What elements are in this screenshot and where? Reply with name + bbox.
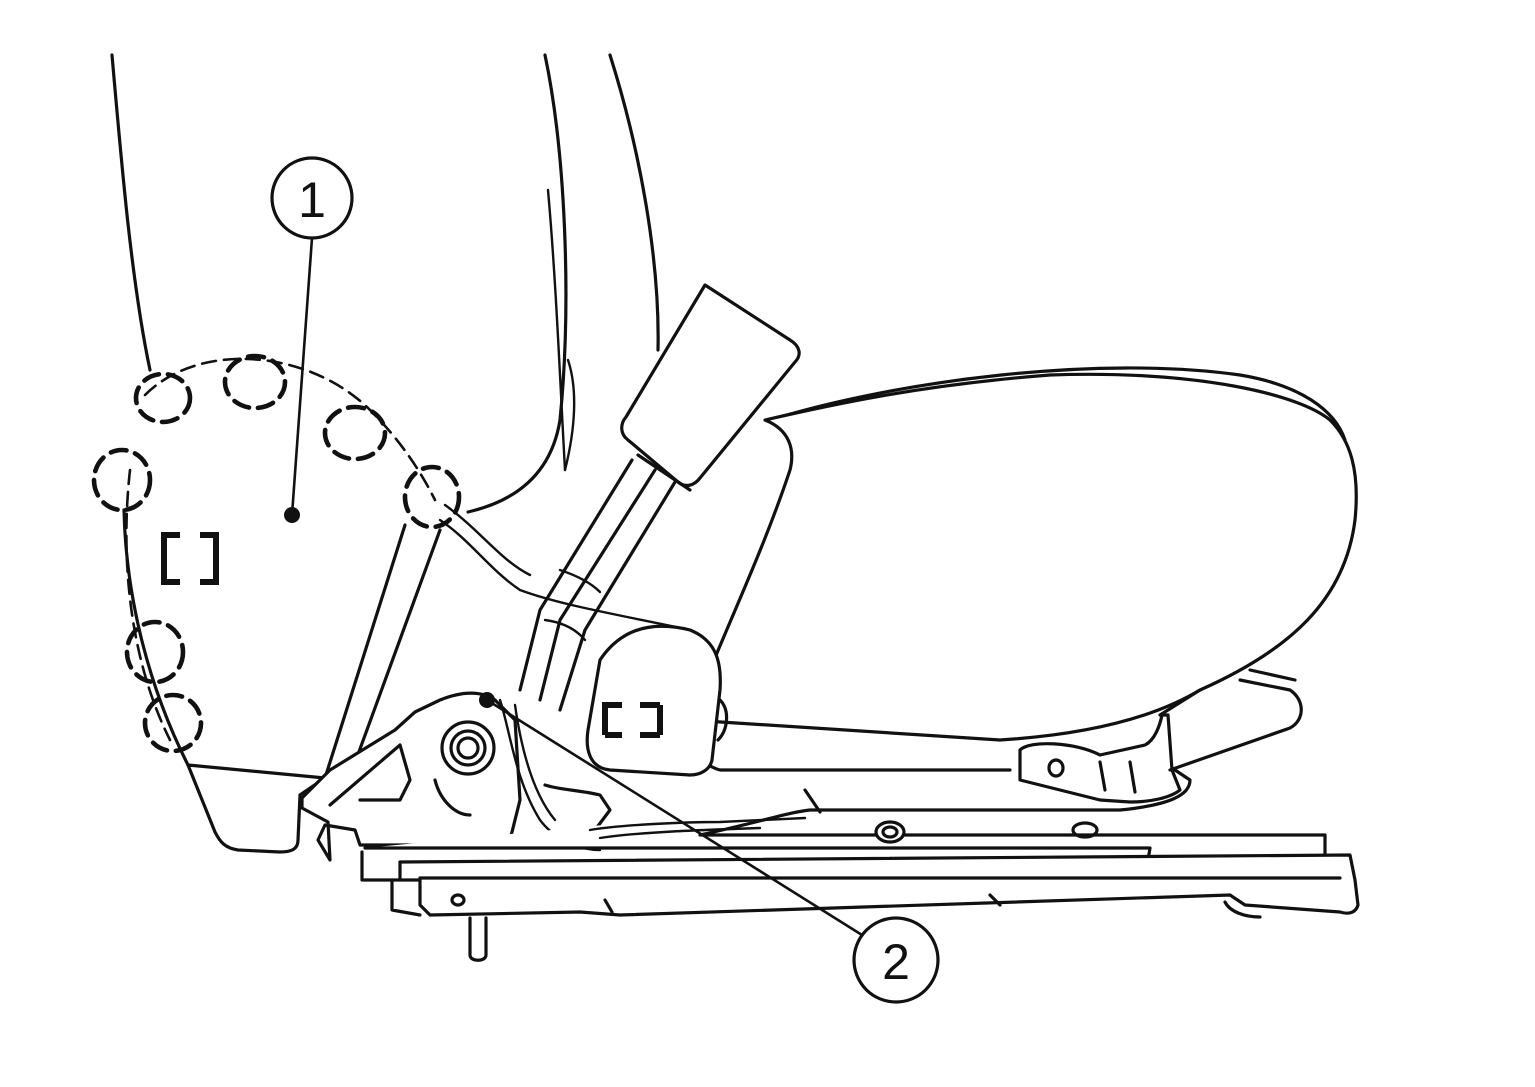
callout-circle-1 xyxy=(270,156,354,240)
clips xyxy=(91,353,462,754)
callout-label-2: 2 xyxy=(882,934,910,990)
clip-icon xyxy=(91,447,153,513)
seat-cushion xyxy=(685,366,1358,772)
leader-line-2 xyxy=(486,698,863,937)
seatback-lower-cover xyxy=(186,523,442,854)
leader-line-1 xyxy=(290,237,314,516)
cushion-side-cover xyxy=(585,624,722,777)
leader-dot-2 xyxy=(479,692,495,708)
clip-icon xyxy=(322,404,388,462)
callout-label-1: 1 xyxy=(298,172,326,228)
clip-icon xyxy=(133,371,193,425)
leader-lines xyxy=(284,237,863,937)
pawl-icon xyxy=(161,532,219,585)
leader-dot-1 xyxy=(284,507,300,523)
callout-circle-2 xyxy=(852,916,940,1004)
clip-icon xyxy=(222,353,288,411)
clip-icon xyxy=(402,464,462,530)
seatback-pawl-marker xyxy=(161,532,219,585)
callout-1: 1 xyxy=(270,156,354,240)
rear-bracket xyxy=(716,668,1303,844)
wire-harness xyxy=(438,503,807,840)
callout-2: 2 xyxy=(852,916,940,1004)
seat-belt-buckle xyxy=(518,283,801,712)
pawl-icon xyxy=(602,702,663,738)
clip-icon xyxy=(124,619,186,685)
clip-icon xyxy=(142,692,204,754)
seatback-side-trim xyxy=(125,357,437,742)
